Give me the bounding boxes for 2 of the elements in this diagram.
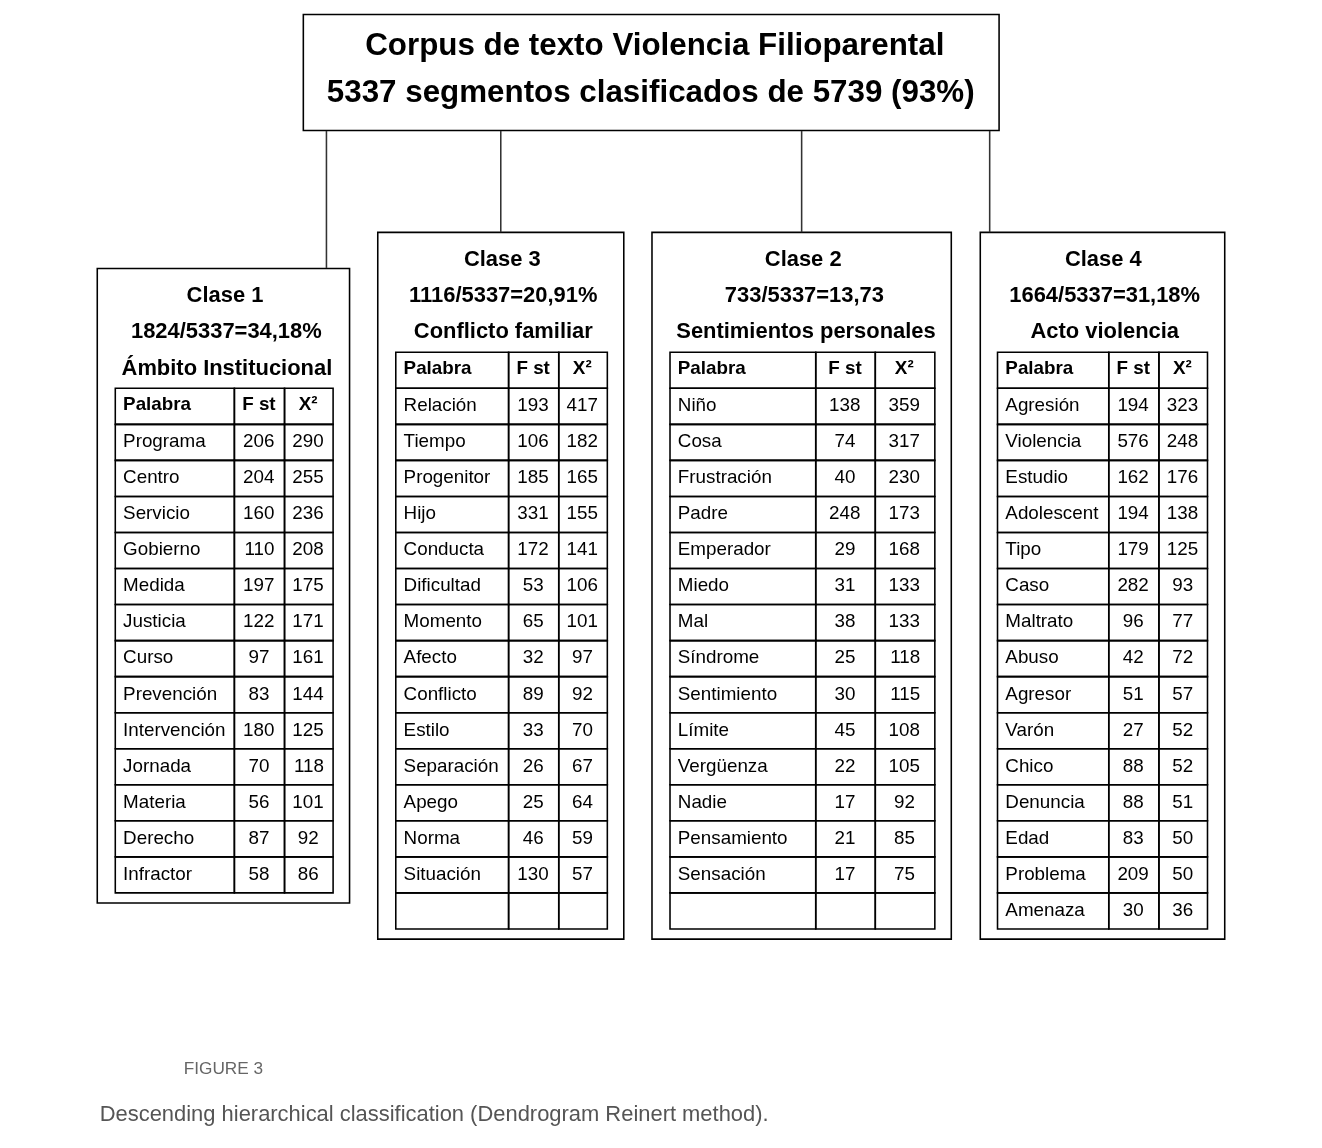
caption: Descending hierarchical classification (Dendrogram Reinert method). <box>99 1101 769 1127</box>
label: FIGURE 3 <box>183 1057 264 1078</box>
